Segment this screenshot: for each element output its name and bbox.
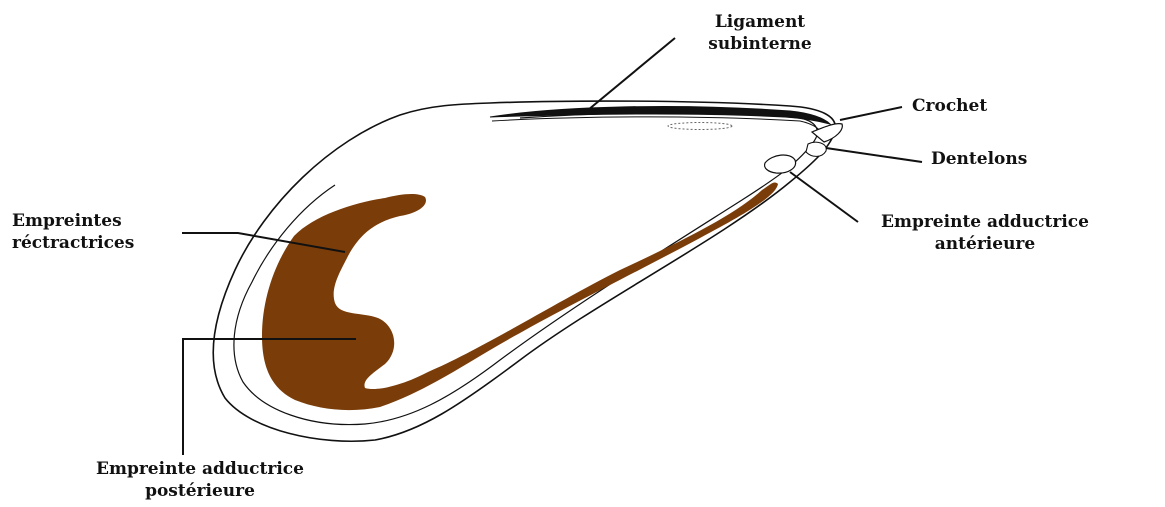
label-retractrices-line2: réctractrices	[12, 232, 134, 254]
leader-crochet	[840, 107, 902, 120]
dentelons-shape	[806, 142, 826, 156]
label-empreinte-adductrice-anterieure: Empreinte adductrice antérieure	[870, 211, 1100, 255]
ligament-inner-line	[492, 117, 824, 138]
label-adductrice-ant-line1: Empreinte adductrice	[870, 211, 1100, 233]
label-empreinte-adductrice-posterieure: Empreinte adductrice postérieure	[85, 458, 315, 502]
label-crochet: Crochet	[912, 95, 987, 117]
anterior-adductor-scar	[765, 155, 796, 173]
muscle-scar	[262, 183, 778, 411]
leader-ligament	[588, 38, 675, 110]
label-ligament-line1: Ligament	[690, 11, 830, 33]
label-adductrice-post-line1: Empreinte adductrice	[85, 458, 315, 480]
leader-adductrice-anterieure	[790, 172, 858, 222]
label-adductrice-post-line2: postérieure	[85, 480, 315, 502]
crochet-shape	[812, 124, 842, 142]
label-dentelons: Dentelons	[931, 148, 1027, 170]
leader-dentelons	[826, 148, 922, 162]
ligament-band	[490, 106, 830, 124]
label-empreintes-retractrices: Empreintes réctractrices	[12, 210, 134, 254]
ligament-pit	[668, 123, 732, 130]
label-ligament-line2: subinterne	[690, 33, 830, 55]
label-ligament-subinterne: Ligament subinterne	[690, 11, 830, 55]
label-adductrice-ant-line2: antérieure	[870, 233, 1100, 255]
label-retractrices-line1: Empreintes	[12, 210, 134, 232]
